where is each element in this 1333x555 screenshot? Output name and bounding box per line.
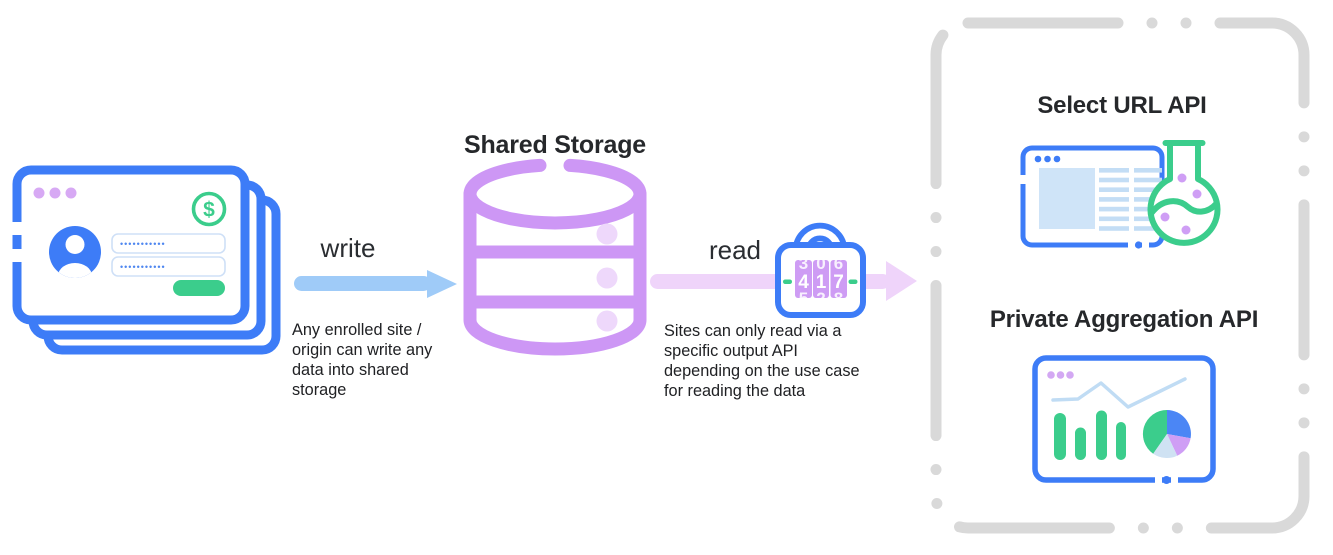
password-value-1: ••••••••••• xyxy=(120,239,166,249)
write-label: write xyxy=(320,233,376,263)
svg-text:1: 1 xyxy=(816,272,827,293)
border-dot xyxy=(1134,241,1143,249)
password-field-1[interactable] xyxy=(111,233,226,254)
cylinder-top xyxy=(463,158,647,230)
output-apis-panel-border xyxy=(930,17,1310,534)
svg-text:3: 3 xyxy=(799,254,808,273)
private-aggregation-icon xyxy=(1032,355,1216,486)
svg-text:5: 5 xyxy=(799,289,808,308)
window-dot xyxy=(1066,371,1074,379)
border-gap xyxy=(1128,239,1136,251)
select-url-icon xyxy=(1019,140,1221,251)
code-wheel-digits: 4 1 7 3 0 6 5 2 8 xyxy=(798,254,844,308)
svg-text:7: 7 xyxy=(833,272,844,293)
content-pane xyxy=(1039,168,1095,229)
password-field-2[interactable] xyxy=(111,256,226,277)
svg-text:2: 2 xyxy=(816,289,825,308)
password-value-2: ••••••••••• xyxy=(120,262,166,272)
storage-dot xyxy=(596,267,618,289)
code-wheel xyxy=(830,260,847,298)
dollar-badge-icon: $ xyxy=(191,191,227,227)
read-arrow-head-icon xyxy=(886,261,917,301)
svg-text:6: 6 xyxy=(834,254,843,273)
avatar xyxy=(49,226,101,278)
storage-dot xyxy=(596,223,618,245)
write-caption: Any enrolled site / origin can write any… xyxy=(292,321,433,399)
border-gap xyxy=(1019,175,1028,184)
border-dot xyxy=(1162,476,1171,484)
svg-text:8: 8 xyxy=(834,289,843,308)
shared-storage-icon xyxy=(463,158,647,356)
border-gap xyxy=(1142,239,1149,251)
border-dot xyxy=(12,238,22,247)
bar-chart-icon xyxy=(1054,410,1126,460)
storage-dot xyxy=(596,310,618,332)
submit-button[interactable] xyxy=(173,280,225,296)
read-caption: Sites can only read via a specific outpu… xyxy=(664,322,860,400)
svg-text:0: 0 xyxy=(816,254,825,273)
svg-text:$: $ xyxy=(203,199,215,222)
window-dot xyxy=(1044,155,1051,163)
pie-chart-icon xyxy=(1142,409,1191,459)
lock-tick xyxy=(848,279,858,284)
code-wheel xyxy=(795,260,812,298)
lock-tick xyxy=(783,279,792,284)
read-label: read xyxy=(708,235,762,265)
border-gap xyxy=(1155,474,1162,486)
shared-storage-title: Shared Storage xyxy=(464,131,646,159)
enrolled-sites-icon: $ ••••••••••• ••••••••••• xyxy=(9,165,281,355)
flask-icon xyxy=(1147,140,1221,246)
select-url-api-title: Select URL API xyxy=(1037,92,1207,119)
svg-text:4: 4 xyxy=(798,272,809,293)
border-gap xyxy=(1171,474,1178,486)
window-dot xyxy=(1056,371,1065,379)
border-gap xyxy=(9,222,25,235)
border-gap xyxy=(9,249,25,262)
window-dot xyxy=(1053,155,1061,163)
private-aggregation-api-title: Private Aggregation API xyxy=(989,306,1259,333)
window-dot xyxy=(1034,155,1042,163)
window-dots-icon xyxy=(33,187,77,199)
code-wheel xyxy=(813,260,829,298)
write-arrow-head-icon xyxy=(427,270,457,298)
write-arrow xyxy=(294,276,431,291)
window-dot xyxy=(1047,371,1055,379)
combination-lock-icon: 4 1 7 3 0 6 5 2 8 xyxy=(775,222,866,318)
line-chart-icon xyxy=(1051,377,1187,409)
